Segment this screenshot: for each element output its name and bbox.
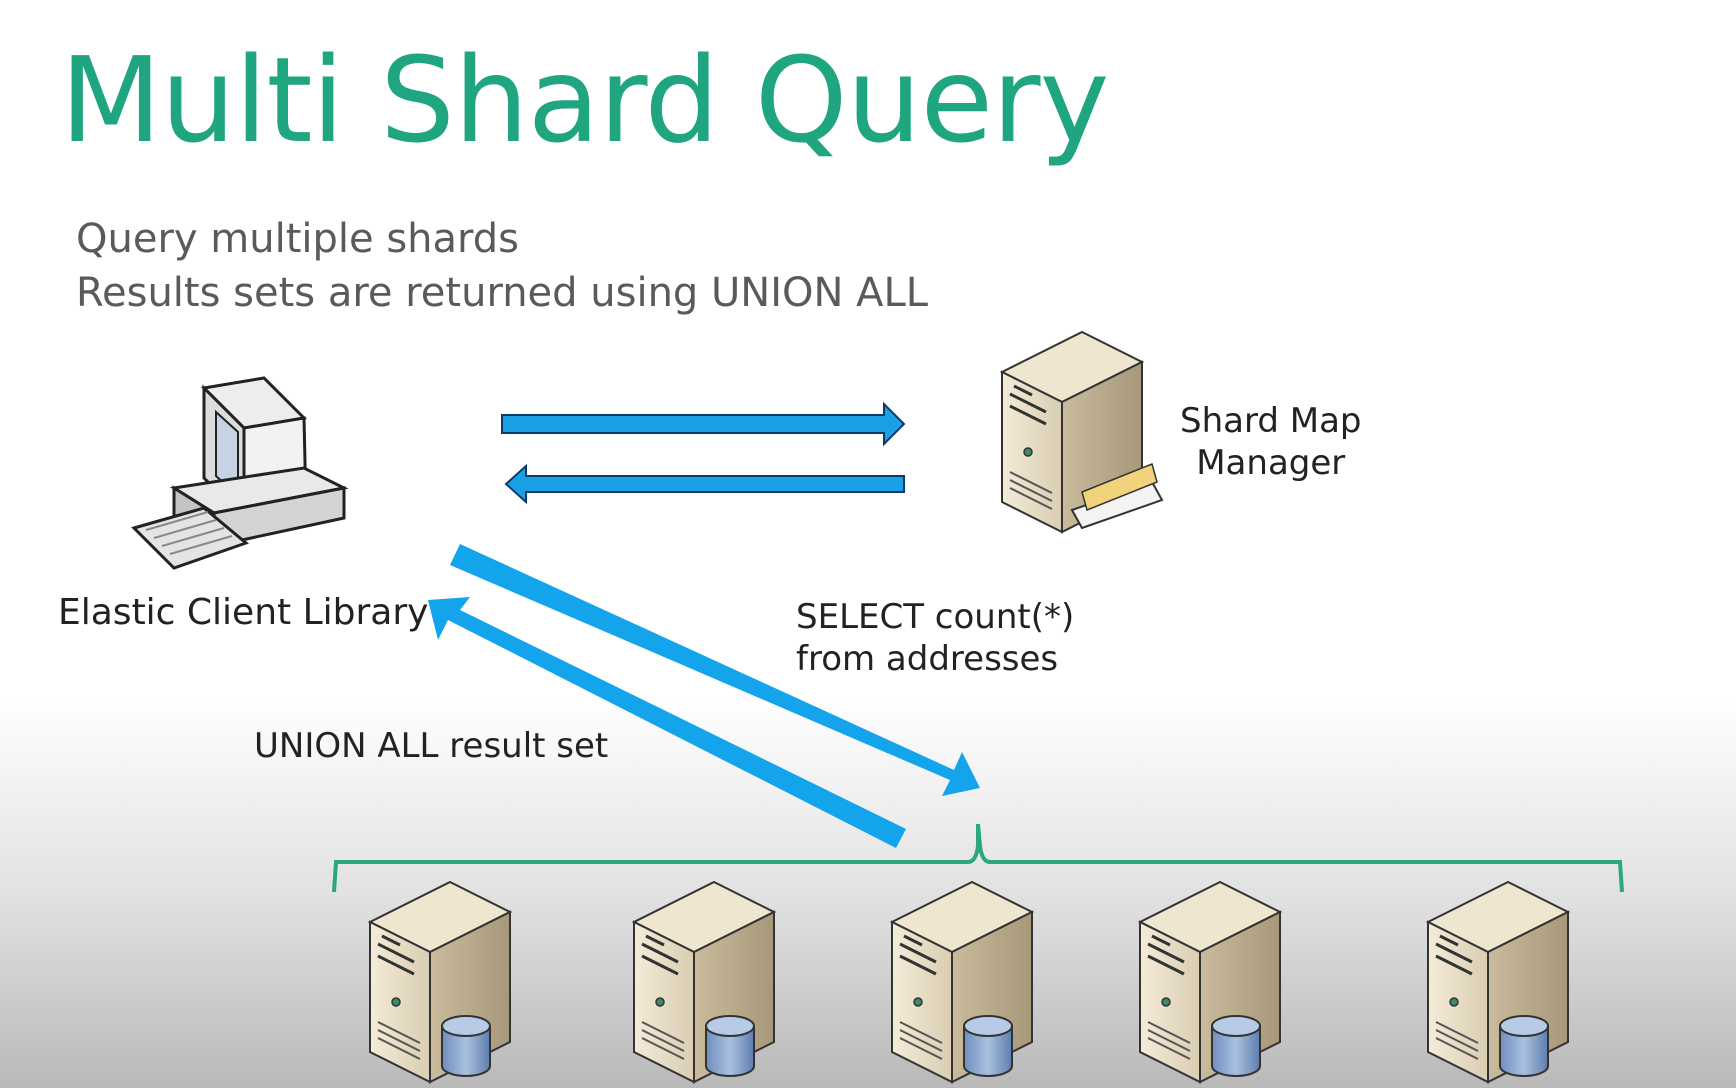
result-set-label: UNION ALL result set [254,726,609,766]
shard-map-manager-label-line2: Manager [1196,443,1346,483]
shard-map-manager-label-line1: Shard Map [1180,401,1362,441]
shard-server-icon [890,880,1034,1084]
shard-server-icon [368,880,512,1084]
query-label: SELECT count(*) from addresses [796,596,1074,680]
slide-title: Multi Shard Query [60,31,1109,169]
response-arrow-from-shard-map [504,463,905,505]
shard-server-icon [632,880,776,1084]
bullet-query-multiple-shards: Query multiple shards [76,216,520,262]
request-arrow-to-shard-map [501,401,906,447]
query-label-line1: SELECT count(*) [796,597,1075,637]
shard-server-icon [1426,880,1570,1084]
query-arrow-to-shards [450,544,980,796]
shard-map-manager-server-icon [1000,330,1164,534]
shard-map-manager-label: Shard Map Manager [1180,400,1362,484]
shard-server-icon [1138,880,1282,1084]
bullet-union-all-results: Results sets are returned using UNION AL… [76,270,929,316]
client-label: Elastic Client Library [58,592,429,633]
shards-bracket [332,823,1624,893]
client-computer-icon [131,376,349,570]
query-label-line2: from addresses [796,639,1059,679]
result-arrow-to-client [428,597,906,848]
